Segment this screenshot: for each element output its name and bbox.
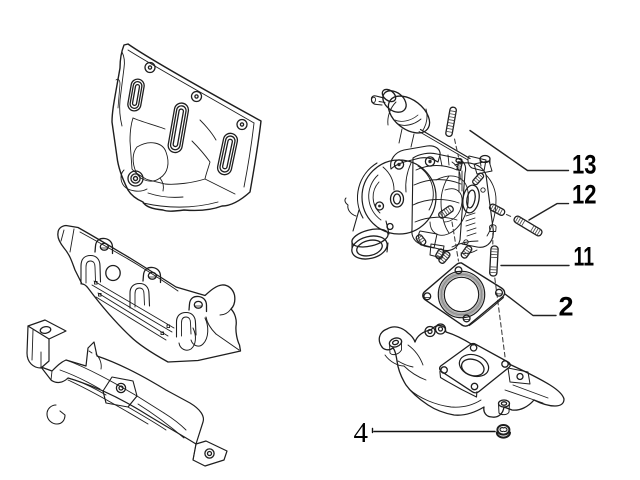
- svg-text:4: 4: [354, 417, 369, 449]
- svg-text:11: 11: [574, 241, 595, 271]
- svg-text:2: 2: [559, 291, 574, 321]
- svg-text:12: 12: [572, 179, 597, 209]
- svg-text:13: 13: [572, 150, 597, 180]
